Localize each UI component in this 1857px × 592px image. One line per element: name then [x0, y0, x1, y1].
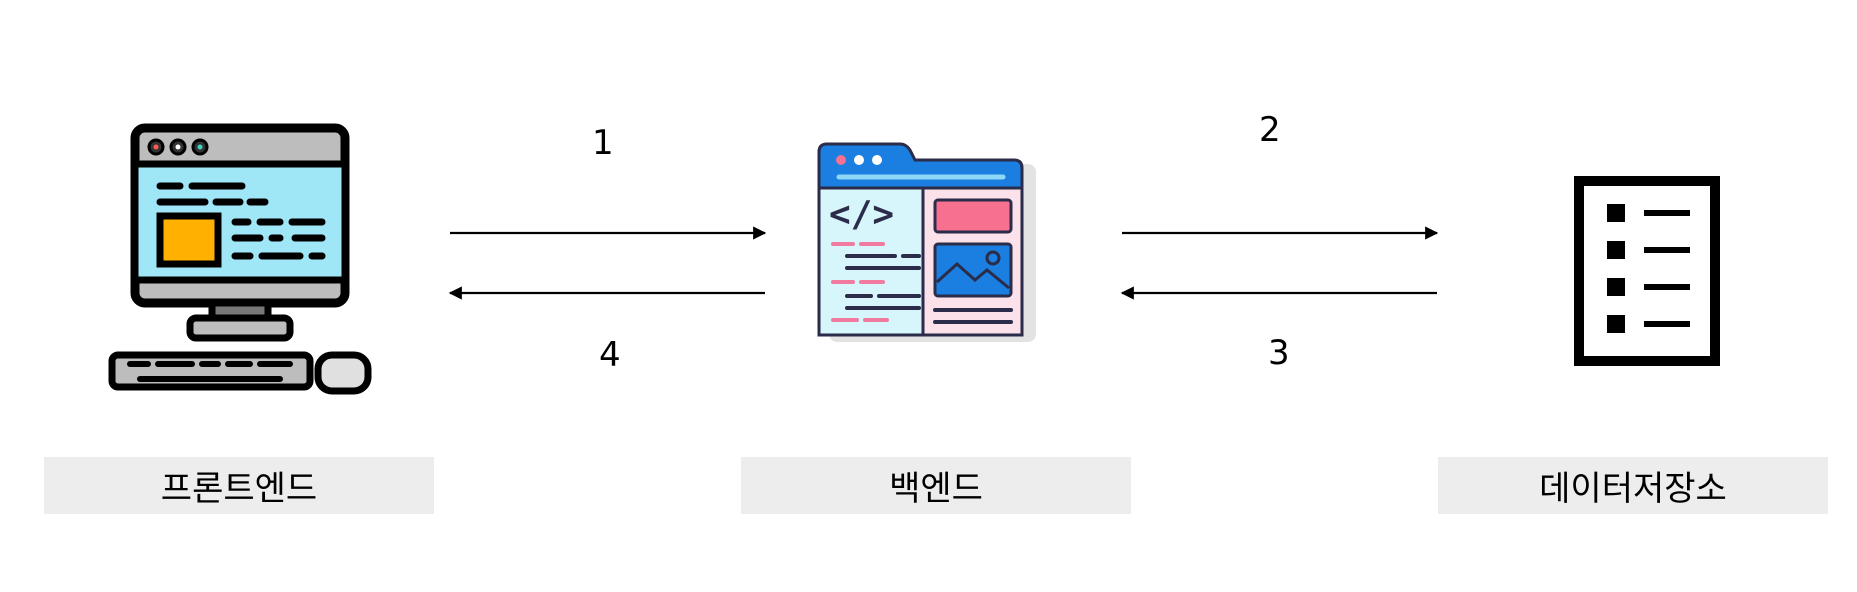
- document-list-icon: [1574, 176, 1720, 366]
- step-number-2: 2: [1259, 110, 1281, 150]
- step-number-1: 1: [592, 123, 614, 163]
- backend-label: 백엔드: [741, 457, 1131, 514]
- step-number-4: 4: [599, 335, 621, 375]
- desktop-computer-icon: [108, 123, 372, 395]
- frontend-label: 프론트엔드: [44, 457, 434, 514]
- svg-text:</>: </>: [829, 194, 894, 235]
- step-number-3: 3: [1268, 333, 1290, 373]
- storage-label: 데이터저장소: [1438, 457, 1828, 514]
- code-window-icon: </>: [817, 142, 1036, 342]
